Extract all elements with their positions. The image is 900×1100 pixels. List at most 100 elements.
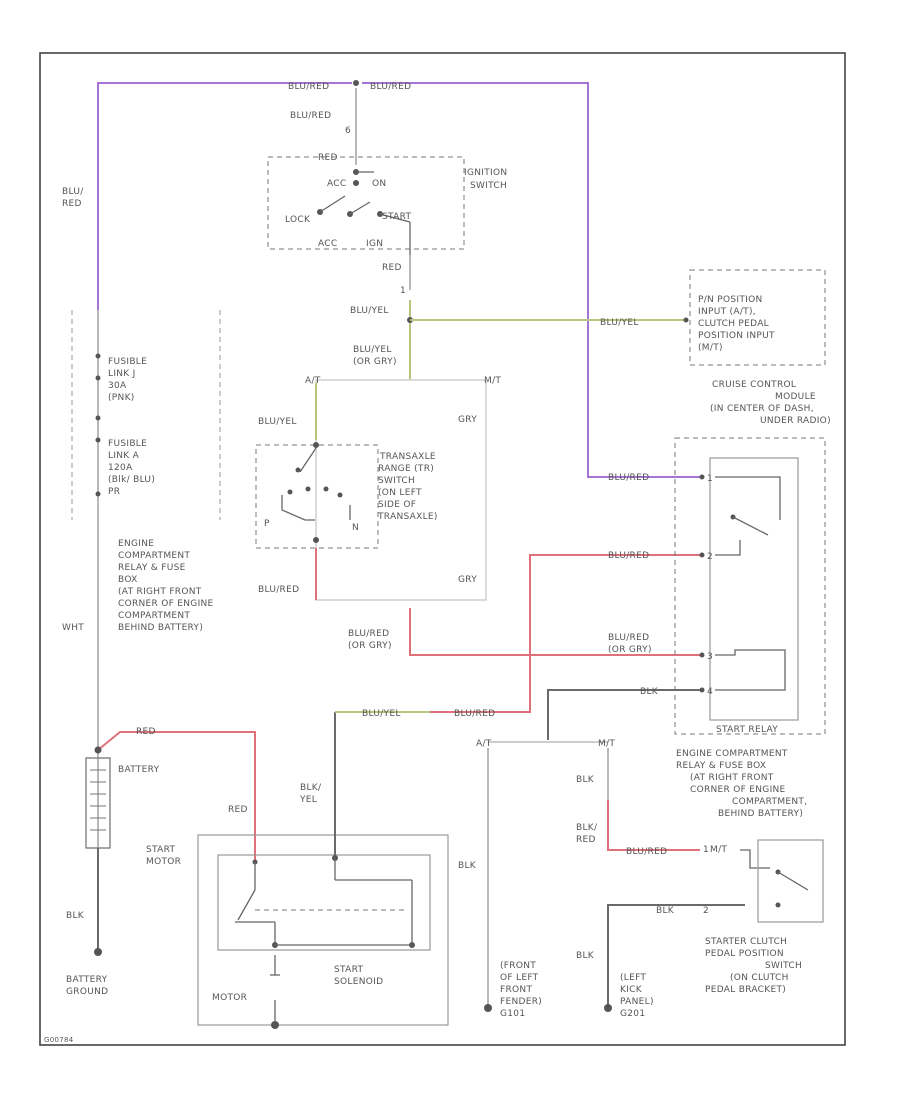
engine-box-left-6: CORNER OF ENGINE [118,599,214,609]
switch-lever [379,213,411,223]
battery-positive-terminal [94,746,102,754]
relay-terminal [699,652,705,658]
fusible-j-1: FUSIBLE [108,357,147,367]
ignition-switch-box [267,156,465,250]
ground-front-5: G101 [500,1009,525,1019]
motor-label: MOTOR [212,993,247,1003]
starter-circuit [237,889,256,921]
label-wht: WHT [62,623,84,633]
start-relay-dash-box [674,437,826,735]
diagram-frame [39,52,846,1046]
label-blk-left-kick: BLK [576,951,595,961]
cruise-label-4: UNDER RADIO) [760,416,831,426]
switch-contact [305,486,311,492]
battery-ground-1: BATTERY [66,975,108,985]
ground-kick-3: PANEL) [620,997,654,1007]
clutch-circuit [740,849,770,869]
footer-code: G00784 [44,1036,74,1044]
cruise-module-box [689,269,826,366]
engine-box-left-4: BOX [118,575,138,585]
tr-label-2: RANGE (TR) [378,464,434,474]
relay-pin-2: 2 [707,552,713,562]
battery-ground-2: GROUND [66,987,108,997]
terminal-mt-3: M/T [710,845,727,855]
ground-front-3: FRONT [500,985,532,995]
engine-box-right-2: RELAY & FUSE BOX [676,761,766,771]
label-blk-mid: BLK [458,861,477,871]
label-blu-yel-tr: BLU/YEL [258,417,297,427]
label-blu-red-or-gry-2: (OR GRY) [348,641,392,651]
switch-contact [337,492,343,498]
switch-contact [323,486,329,492]
start-solenoid-2: SOLENOID [334,977,383,987]
tr-label-1: TRANSAXLE [379,452,436,462]
switch-lever [349,201,371,215]
relay-pin-4: 4 [707,687,713,697]
label-red-ign: RED [318,153,338,163]
clutch-switch-box [757,839,824,923]
wire-red-battery [97,731,256,862]
clutch-pin-1: 2 [703,906,709,916]
switch-contact [295,467,301,473]
engine-box-right-3: (AT RIGHT FRONT [690,773,774,783]
label-blu-red-top-left: BLU/RED [288,82,329,92]
clutch-contact [775,902,781,908]
start-relay-label: START RELAY [716,725,778,735]
transaxle-range-switch-box [255,444,379,549]
clutch-label-2: PEDAL POSITION [705,949,784,959]
fusible-a-4: (Blk/ BLU) [108,475,155,485]
switch-contact [287,489,293,495]
engine-box-right-4: CORNER OF ENGINE [690,785,786,795]
cruise-box-line-3: CLUTCH PEDAL [698,319,769,329]
cruise-box-line-2: INPUT (A/T), [698,307,756,317]
ignition-switch-label-1: IGNITION [464,168,507,178]
label-blk-relay-2: BLK [640,687,659,697]
pin-marker: 6 [345,126,351,136]
relay-terminal [699,552,705,558]
battery-cells [90,769,106,831]
fusible-j-2: LINK J [108,369,136,379]
terminal-mt: M/T [484,376,501,386]
label-blk-red-1: BLK/ [576,823,598,833]
ignition-switch-label-2: SWITCH [470,181,507,191]
label-blu-red-relay-3: BLU/RED [608,633,649,643]
relay-circuit [715,476,781,520]
terminal-dot [683,317,689,323]
clutch-label-1: STARTER CLUTCH [705,937,787,947]
terminal-at: A/T [305,376,321,386]
label-gry-1: GRY [458,415,477,425]
label-blu-red-clutch: BLU/RED [626,847,667,857]
label-blk-yel-1: BLK/ [300,783,322,793]
fusible-a-3: 120A [108,463,133,473]
fuse-terminal [95,375,101,381]
engine-box-left-5: (AT RIGHT FRONT [118,587,202,597]
ign-pos-on: ON [372,179,386,189]
switch-contact [313,442,319,448]
cruise-label-3: (IN CENTER OF DASH, [710,404,814,414]
start-relay-box [709,457,799,721]
fuse-terminal [95,415,101,421]
terminal-at-2: A/T [476,739,492,749]
fusible-a-5: PR [108,487,120,497]
ground-front-2: OF LEFT [500,973,539,983]
ground-front-point [484,1004,492,1012]
clutch-contact-arm [777,871,809,891]
engine-box-left-8: BEHIND BATTERY) [118,623,203,633]
motor-ground-point [271,1021,279,1029]
label-blu-yel-or-gry-2: (OR GRY) [353,357,397,367]
relay-pin-3: 3 [707,652,713,662]
fuse-terminal [95,491,101,497]
label-red-ign-out: RED [382,263,402,273]
relay-terminal [699,474,705,480]
switch-contact [313,537,319,543]
wire-blu-red-or-gry [409,608,700,656]
tr-pos-n: N [352,523,359,533]
fuse-terminal [95,353,101,359]
tr-label-6: TRANSAXLE) [377,512,438,522]
transaxle-option-frame [315,379,487,601]
switch-lever [299,447,317,473]
label-red-starter: RED [228,805,248,815]
ign-pos-acc: ACC [327,179,346,189]
engine-box-right-5: COMPARTMENT, [732,797,807,807]
